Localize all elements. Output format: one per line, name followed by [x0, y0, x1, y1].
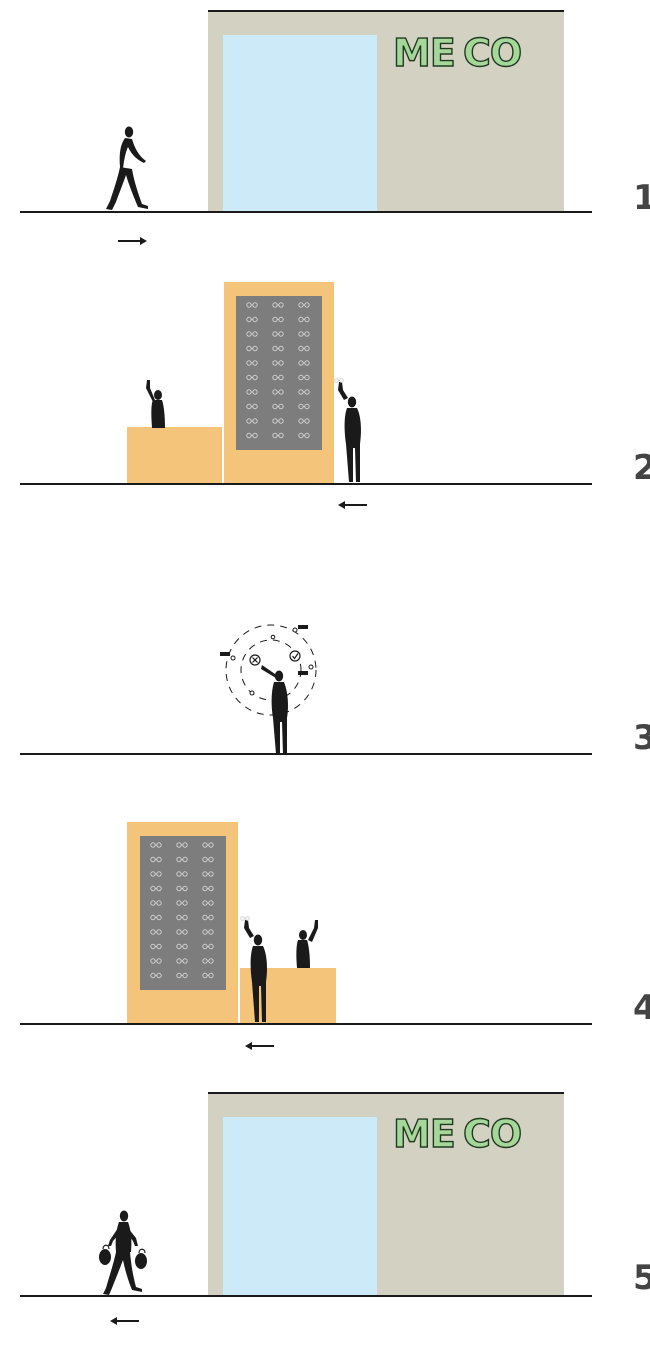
customer-picking-glasses-icon	[332, 378, 366, 484]
arrow-right-icon	[116, 236, 150, 246]
scene-step-2: 2	[0, 270, 650, 535]
walking-person-icon	[102, 125, 154, 213]
step-number: 1	[633, 181, 650, 215]
shop-window	[223, 35, 377, 212]
arrow-left-icon	[242, 1041, 276, 1051]
eyewear-display-panel	[140, 836, 226, 990]
step-number: 4	[633, 991, 650, 1025]
ground-line	[20, 1023, 592, 1025]
scene-step-5: 5	[0, 1080, 650, 1345]
ground-line	[20, 753, 592, 755]
meco-logo	[393, 1113, 559, 1153]
try-on-decision-icon	[215, 620, 327, 756]
shop-roofline	[208, 10, 564, 12]
eyewear-display-panel	[236, 296, 322, 450]
customer-picking-glasses-icon	[238, 916, 272, 1024]
arrow-left-icon	[107, 1316, 141, 1326]
person-with-shopping-bags-icon	[96, 1208, 152, 1296]
ground-line	[20, 483, 592, 485]
step-number: 5	[633, 1261, 650, 1295]
meco-logo	[393, 32, 559, 72]
scene-step-1: 1	[0, 0, 650, 265]
shop-window	[223, 1117, 377, 1296]
staff-person-icon	[143, 378, 169, 428]
staff-person-icon	[294, 918, 322, 968]
step-number: 2	[633, 451, 650, 485]
arrow-left-icon	[335, 500, 369, 510]
scene-step-3: 3	[0, 540, 650, 805]
ground-line	[20, 211, 592, 213]
step-number: 3	[633, 721, 650, 755]
scene-step-4: 4	[0, 810, 650, 1075]
ground-line	[20, 1295, 592, 1297]
counter-desk	[127, 427, 222, 483]
shop-roofline	[208, 1092, 564, 1094]
